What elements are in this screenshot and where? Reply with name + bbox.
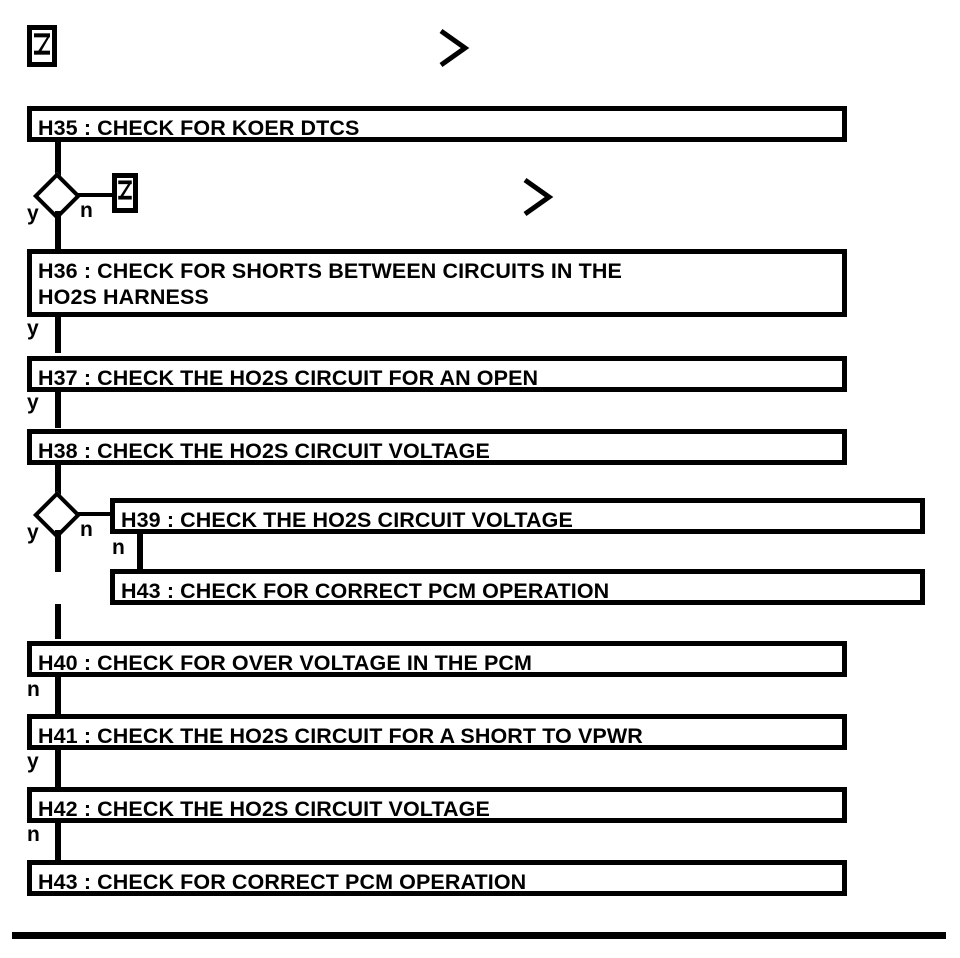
connector-h35-to-decision1 [55,142,61,182]
footer-divider [12,932,946,939]
connector-decision2-no [76,512,112,516]
process-box-h36[interactable]: H36 : CHECK FOR SHORTS BETWEEN CIRCUITS … [27,249,847,317]
branch-label-h40-no: n [27,678,40,701]
branch-label-decision2-no: n [80,518,93,541]
branch-label-h37-yes: y [27,391,39,414]
connector-h38-to-decision2 [55,465,61,500]
z-terminator-icon-branch[interactable] [112,173,138,213]
process-box-h43-main[interactable]: H43 : CHECK FOR CORRECT PCM OPERATION [27,860,847,896]
branch-label-decision2-yes: y [27,521,39,544]
branch-label-decision1-yes: y [27,202,39,225]
branch-label-h41-yes: y [27,750,39,773]
branch-label-h42-no: n [27,823,40,846]
process-box-h42[interactable]: H42 : CHECK THE HO2S CIRCUIT VOLTAGE [27,787,847,823]
branch-label-h39-no: n [112,536,125,559]
connector-decision1-no [76,193,112,197]
process-box-h39[interactable]: H39 : CHECK THE HO2S CIRCUIT VOLTAGE [110,498,925,534]
branch-label-h36-yes: y [27,317,39,340]
process-box-h43-branch[interactable]: H43 : CHECK FOR CORRECT PCM OPERATION [110,569,925,605]
process-box-h40[interactable]: H40 : CHECK FOR OVER VOLTAGE IN THE PCM [27,641,847,677]
process-box-h35[interactable]: H35 : CHECK FOR KOER DTCS [27,106,847,142]
connector-h42-to-h43 [55,823,61,860]
connector-h36-to-h37 [55,317,61,353]
process-box-h37[interactable]: H37 : CHECK THE HO2S CIRCUIT FOR AN OPEN [27,356,847,392]
branch-label-decision1-no: n [80,199,93,222]
connector-decision2-yes [55,530,61,572]
connector-h39-to-h43a [137,534,143,569]
z-glyph [118,180,132,200]
chevron-right-icon-mid [523,177,554,217]
connector-h41-to-h42 [55,750,61,787]
process-box-h38[interactable]: H38 : CHECK THE HO2S CIRCUIT VOLTAGE [27,429,847,465]
z-terminator-icon-top[interactable] [27,25,57,67]
process-box-h41[interactable]: H41 : CHECK THE HO2S CIRCUIT FOR A SHORT… [27,714,847,750]
connector-decision1-yes [55,211,61,249]
connector-h40-to-h41 [55,677,61,714]
connector-h37-to-h38 [55,392,61,428]
chevron-right-icon-top [439,28,470,68]
z-glyph [34,33,50,55]
connector-spine-to-h40 [55,604,61,639]
